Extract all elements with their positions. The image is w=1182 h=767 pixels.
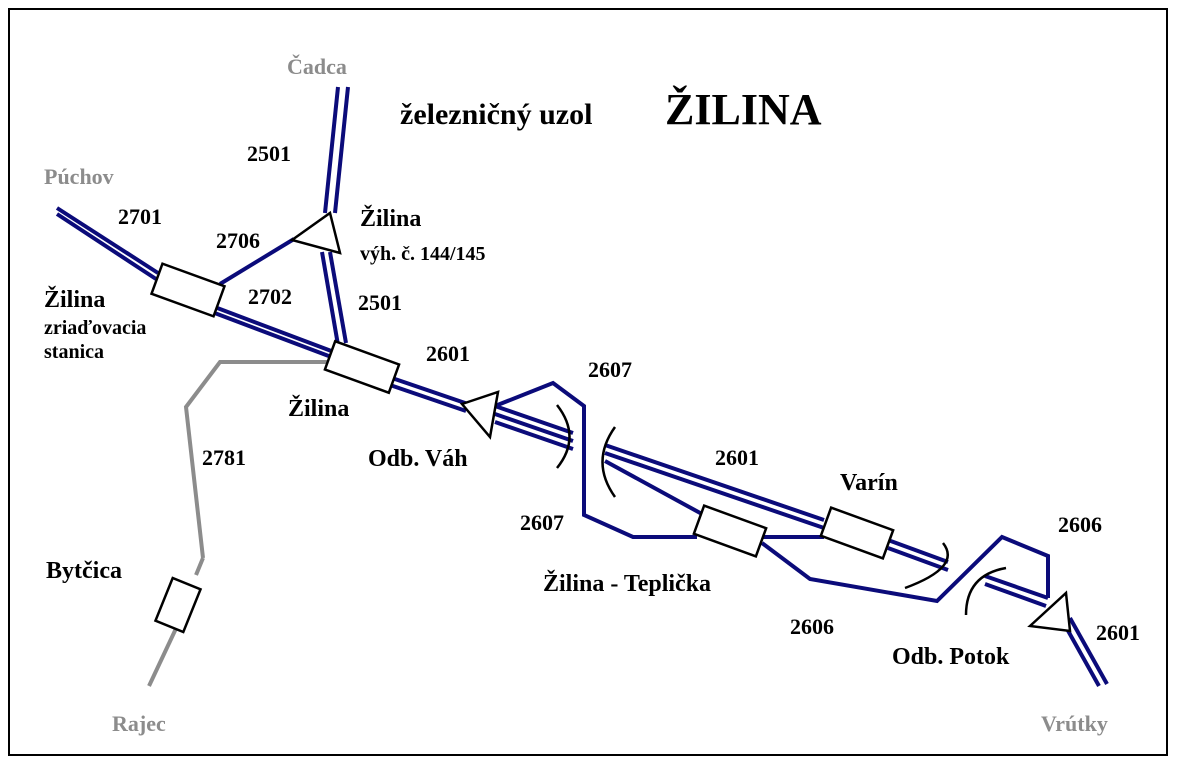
terminus-vrutky: Vrútky: [1041, 711, 1108, 736]
line-number-2601-b: 2601: [715, 445, 759, 470]
label-zilina-yard-line3: stanica: [44, 341, 104, 363]
track-2606-south: [760, 534, 1050, 604]
line-number-2706: 2706: [216, 228, 260, 253]
terminus-cadca: Čadca: [287, 54, 347, 79]
label-zilina-switch: Žilina: [360, 205, 421, 232]
track-2781-bytcica-south: [147, 619, 182, 687]
line-number-2701: 2701: [118, 204, 162, 229]
track-2607-north: [494, 380, 697, 539]
track-2601-west: [389, 376, 469, 413]
track-2601-potok: [984, 574, 1049, 608]
track-2601-vah-triple: [494, 404, 574, 451]
track-2706: [218, 237, 296, 286]
label-bytcica: Bytčica: [46, 558, 122, 584]
track-2702: [211, 304, 335, 360]
title-subtitle: železničný uzol: [400, 98, 592, 131]
junction-triangle-odb-potok: [1027, 590, 1072, 633]
bracket-central-west: [601, 426, 617, 498]
label-zilina-teplicka: Žilina - Teplička: [543, 570, 711, 597]
line-number-2607-bottom: 2607: [520, 510, 564, 535]
line-number-2601-c: 2601: [1096, 620, 1140, 645]
track-2601-central: [604, 443, 825, 530]
station-box-teplicka: [692, 504, 768, 558]
junction-triangle-odb-vah: [459, 390, 500, 440]
terminus-rajec: Rajec: [112, 711, 166, 736]
line-number-2606-top: 2606: [1058, 512, 1102, 537]
diagram-frame: [8, 8, 1168, 756]
junction-triangle-zilina-switch: [289, 210, 342, 255]
line-number-2501-top: 2501: [247, 141, 291, 166]
track-2781: [183, 360, 334, 559]
title-main: ŽILINA: [665, 85, 822, 134]
station-box-varin: [819, 506, 895, 560]
bracket-potok-west: [964, 566, 1007, 616]
station-box-zilina: [323, 339, 401, 395]
bracket-vah-east: [556, 404, 571, 469]
line-number-2601-a: 2601: [426, 341, 470, 366]
line-number-2501-mid: 2501: [358, 290, 402, 315]
track-2701: [55, 206, 160, 281]
label-odb-vah: Odb. Váh: [368, 446, 468, 472]
track-2601-east: [887, 538, 949, 572]
line-number-2606-bottom: 2606: [790, 614, 834, 639]
track-2501-north: [323, 86, 350, 214]
line-number-2781: 2781: [202, 445, 246, 470]
label-zilina-switch-sub: výh. č. 144/145: [360, 243, 486, 265]
label-zilina: Žilina: [288, 395, 349, 422]
line-number-2607-top: 2607: [588, 357, 632, 382]
label-odb-potok: Odb. Potok: [892, 644, 1010, 670]
label-zilina-yard: Žilina: [44, 286, 105, 313]
label-zilina-yard-line2: zriaďovacia: [44, 317, 146, 339]
bracket-varin-east: [904, 542, 949, 590]
track-2501-south: [320, 251, 348, 346]
label-varin: Varín: [840, 470, 898, 496]
track-2781-bytcica-north: [194, 557, 205, 576]
station-box-bytcica: [153, 576, 203, 634]
station-box-zilina-yard: [149, 262, 227, 318]
terminus-puchov: Púchov: [44, 164, 114, 189]
line-number-2702: 2702: [248, 284, 292, 309]
